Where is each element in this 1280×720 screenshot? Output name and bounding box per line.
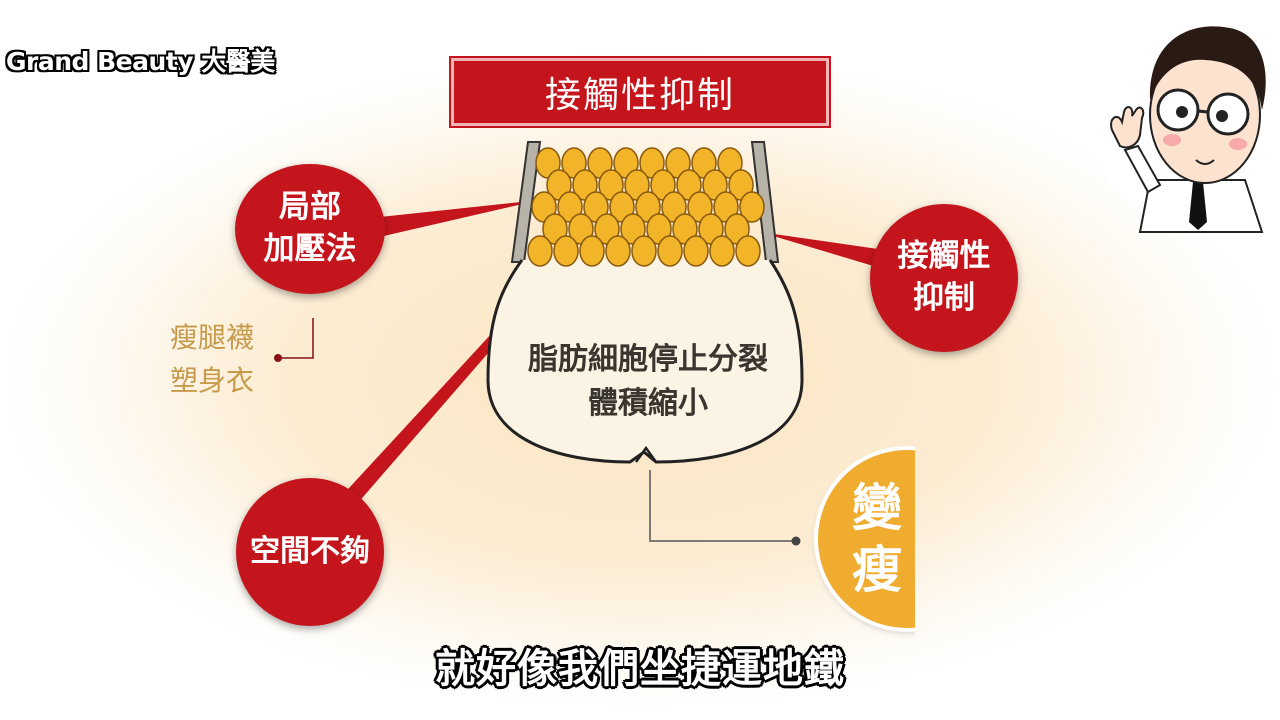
fat-cell [683,235,709,267]
fat-cell [579,235,605,267]
circle-become-thin: 變瘦 [818,450,915,628]
circle-contact-inhibition-label: 接觸性 抑制 [897,238,991,316]
fat-cell [631,235,657,267]
diagram-title-text: 接觸性抑制 [544,75,735,116]
fat-cell [735,235,761,267]
fat-cell [527,235,553,267]
connector-become-thin-dot [791,536,801,546]
circle-local-pressure: 局部 加壓法 [235,164,385,294]
diagram-title: 接觸性抑制 [449,56,831,128]
connector-local-pressure [370,200,540,238]
body-notch [634,445,658,463]
fat-cell [553,235,579,267]
connector-side-label-dot [274,354,282,362]
clip-region: 變瘦 [818,450,915,628]
fat-cell [605,235,631,267]
center-caption: 脂肪細胞停止分裂 體積縮小 [528,342,768,421]
video-subtitle: 就好像我們坐捷運地鐵 [435,646,845,692]
circle-not-enough-space: 空間不夠 [236,478,384,626]
fat-cells [527,147,765,267]
fat-cell [657,235,683,267]
fat-cell [709,235,735,267]
circle-contact-inhibition: 接觸性 抑制 [870,204,1018,352]
doctor-avatar [1110,26,1266,233]
channel-watermark: Grand Beauty 大醫美 [6,47,275,76]
side-label-garments: 瘦腿襪 塑身衣 [170,321,255,398]
circle-not-enough-space-label: 空間不夠 [250,533,370,569]
fat-cell [739,191,765,223]
connector-become-thin [649,470,796,542]
connector-contact-inhibition [760,232,885,268]
garment-right [750,141,780,263]
circle-local-pressure-label: 局部 加壓法 [263,189,357,267]
circle-become-thin-label: 變瘦 [852,478,902,600]
connector-side-label [278,318,314,359]
